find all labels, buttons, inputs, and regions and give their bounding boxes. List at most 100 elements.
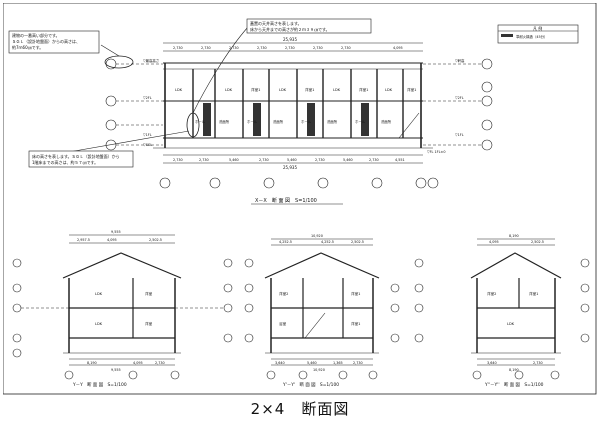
level-label: ▽SGL — [143, 143, 152, 147]
room-label: ホール — [195, 119, 206, 124]
room-label: LDK — [95, 292, 103, 296]
highlight-ellipse-top — [104, 55, 134, 69]
room-label: 洋室1 — [351, 291, 360, 296]
note-bottom-left-line2: 1階床までの高さは、約５７㎝です。 — [32, 159, 98, 165]
xx-dim: 2,730 — [341, 46, 351, 50]
room-label: 洗面所 — [219, 119, 230, 124]
yy3-dim: 3,640 — [487, 361, 497, 365]
xx-dim-bottom: 2,730 — [315, 158, 325, 162]
sheet-frame — [3, 3, 597, 395]
level-label: ▽軒高 — [455, 58, 465, 63]
yy3-dim: 8,190 — [509, 234, 519, 238]
room-label: 洋室1 — [351, 321, 360, 326]
xx-section-title: X－X 断 面 図 S=1/100 — [255, 197, 317, 204]
note-top-left-line2: ＳＧＬ（設計地盤面）からの高さは、 — [12, 38, 80, 44]
note-box-top-left — [8, 30, 100, 54]
level-label: ▽2FL — [143, 96, 152, 100]
level-label: ▽2FL — [455, 96, 464, 100]
legend-swatch — [501, 34, 513, 37]
xx-dim: 2,730 — [285, 46, 295, 50]
room-label: 洋室 — [145, 321, 153, 326]
yy3-dim: 4,095 — [489, 240, 499, 244]
yy-dim: 2,730 — [155, 361, 165, 365]
xx-dim: 4,095 — [393, 46, 403, 50]
yy2-dim: 1,365 — [333, 361, 343, 365]
room-label: ホール — [247, 119, 258, 124]
note-box-bottom-left — [28, 150, 134, 168]
xx-dim-bottom: 2,730 — [173, 158, 183, 162]
xx-dim: 2,730 — [201, 46, 211, 50]
legend-item: 準耐火構造（45分） — [516, 34, 547, 39]
room-label: LDK — [175, 88, 183, 92]
yy-dim: 9,555 — [111, 368, 121, 372]
xx-dim-bottom: 2,730 — [259, 158, 269, 162]
room-label: LDK — [95, 322, 103, 326]
yy-dim: 4,095 — [133, 361, 143, 365]
yy2-dim: 2,730 — [353, 361, 363, 365]
yy2-dim: 10,920 — [311, 234, 323, 238]
yy-dim: 4,095 — [107, 238, 117, 242]
xx-dim-bottom: 4,551 — [395, 158, 405, 162]
yy2-section-title: Y'－Y' 断 面 図 S=1/100 — [282, 381, 339, 388]
room-label: 洗面所 — [273, 119, 284, 124]
legend-title: 凡 例 — [533, 25, 542, 31]
yy3-section-title: Y''－Y'' 断 面 図 S=1/100 — [484, 381, 544, 388]
xx-dim-bottom: 5,460 — [229, 158, 239, 162]
xx-dim: 2,730 — [257, 46, 267, 50]
room-label: 洋室 — [145, 291, 153, 296]
note-top-left-line1: 建物の一番高い部分です。 — [12, 32, 60, 38]
xx-dim: 2,730 — [313, 46, 323, 50]
room-label: 洋室2 — [279, 291, 288, 296]
yy-section-title: Y－Y 断 面 図 S=1/100 — [72, 381, 127, 388]
drawing-caption: 2×4 断面図 — [250, 400, 350, 418]
legend-box — [497, 24, 579, 44]
xx-dim-bottom-total: 25,935 — [283, 165, 297, 170]
room-label: ホール — [355, 119, 366, 124]
xx-dim-bottom: 5,460 — [343, 158, 353, 162]
room-label: LDK — [385, 88, 393, 92]
yy2-dim: 3,640 — [275, 361, 285, 365]
xx-section — [62, 26, 493, 189]
note-top-center-line2: 床から天井までの高さが約２ｍ３９㎝です。 — [250, 26, 330, 32]
level-label: ▽1FL — [143, 133, 152, 137]
yy-dim: 2,502.5 — [149, 238, 162, 242]
room-label: LDK — [333, 88, 341, 92]
section-drawing-sheet: 建物の一番高い部分です。 ＳＧＬ（設計地盤面）からの高さは、 約7ｍ60㎝です。… — [3, 3, 597, 395]
room-label: 洋室1 — [251, 87, 260, 92]
yy3-section — [414, 238, 590, 380]
xx-dim: 2,730 — [173, 46, 183, 50]
room-label: LDK — [225, 88, 233, 92]
room-label: ホール — [301, 119, 312, 124]
room-label: 浴室 — [279, 321, 287, 326]
yy-section — [12, 234, 233, 380]
xx-dim-bottom: 2,730 — [369, 158, 379, 162]
yy3-dim: 2,730 — [533, 361, 543, 365]
room-label: 洋室1 — [529, 291, 538, 296]
yy3-dim: 8,190 — [509, 368, 519, 372]
note-box-top-center — [246, 18, 372, 34]
xx-dim: 2,730 — [229, 46, 239, 50]
yy2-dim: 2,502.5 — [351, 240, 364, 244]
yy2-section — [244, 238, 400, 380]
note-bottom-left-line1: 床の高さを表します。ＳＧＬ（設計地盤面）から — [32, 153, 120, 159]
xx-dim-total: 25,935 — [283, 37, 297, 42]
yy2-dim: 10,920 — [313, 368, 325, 372]
yy2-dim: 4,252.5 — [279, 240, 292, 244]
xx-dim-bottom: 5,460 — [287, 158, 297, 162]
yy-dim: 9,555 — [111, 230, 121, 234]
room-label: LDK — [507, 322, 515, 326]
level-label: ▽1FL — [455, 133, 464, 137]
note-top-center-line1: 蓋置の天井高さを表します。 — [250, 20, 302, 26]
level-label: ▽最高高さ — [143, 58, 159, 63]
yy3-dim: 2,502.5 — [531, 240, 544, 244]
room-label: 洋室1 — [407, 87, 416, 92]
yy-dim: 8,190 — [87, 361, 97, 365]
yy-dim: 2,957.5 — [77, 238, 90, 242]
xx-dim-bottom: 2,730 — [199, 158, 209, 162]
room-label: 洗面所 — [327, 119, 338, 124]
note-top-left-line3: 約7ｍ60㎝です。 — [12, 44, 43, 50]
room-label: 洗面所 — [381, 119, 392, 124]
room-label: 洋室1 — [359, 87, 368, 92]
fl-label: ▽FL 1FL±0 — [427, 150, 446, 154]
room-label: 洋室1 — [305, 87, 314, 92]
